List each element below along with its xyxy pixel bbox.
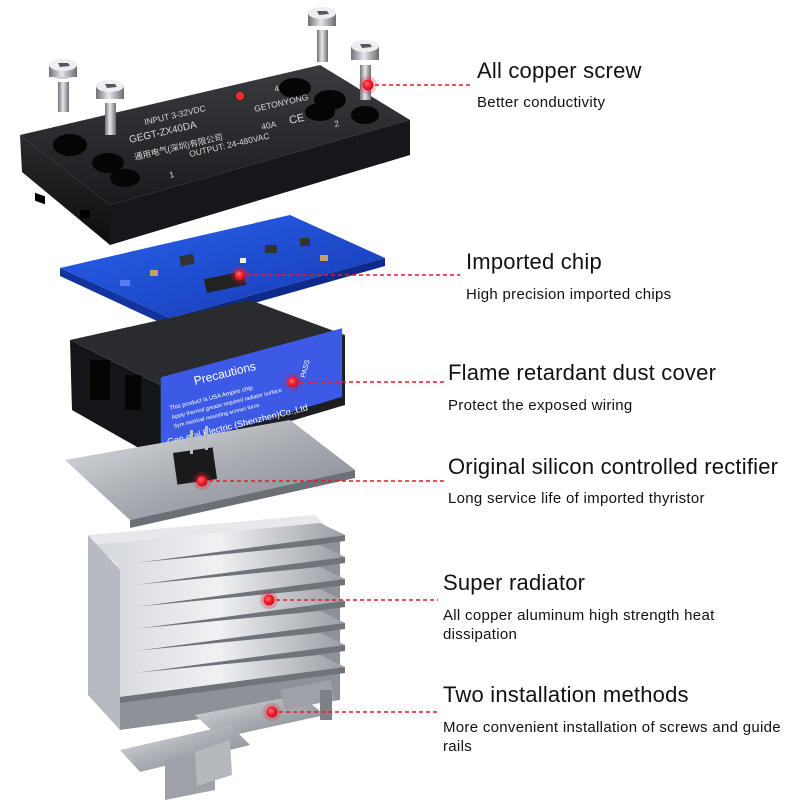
screw-1-icon — [49, 59, 77, 112]
heatsink-fin — [92, 523, 345, 565]
heatsink-fin — [92, 545, 345, 587]
indicator-led-icon — [236, 92, 244, 100]
mounting-bracket-screw — [120, 725, 250, 800]
callout-leaders — [193, 76, 472, 721]
housing-ce-label: CE — [288, 112, 306, 127]
red-dot-marker-icon — [196, 475, 208, 487]
red-dot-marker-icon — [234, 269, 246, 281]
heatsink-fin-shadow — [120, 667, 345, 703]
housing-terminal-b: 2 — [333, 118, 340, 129]
housing-terminal-c: 1 — [168, 169, 175, 180]
module-housing: INPUT 3-32VDC GEGT-ZX40DA GETONYONG 通用电气… — [20, 65, 410, 245]
red-dot-marker-icon — [266, 706, 278, 718]
heatsink-fin — [92, 611, 345, 653]
heatsink-fin — [92, 633, 345, 675]
heatsink — [88, 515, 345, 730]
thyristor-plate — [65, 420, 355, 528]
red-dot-marker-icon — [362, 79, 374, 91]
heatsink-fin — [92, 567, 345, 609]
screw-2-icon — [96, 80, 124, 135]
screw-3-icon — [308, 7, 336, 62]
heatsink-fin — [92, 655, 345, 697]
pass-badge: PASS — [300, 359, 312, 379]
heatsink-fin — [92, 589, 345, 631]
red-dot-marker-icon — [287, 376, 299, 388]
red-dot-marker-icon — [263, 594, 275, 606]
housing-rating-label: 40A — [260, 119, 277, 132]
housing-terminal-a: 4 — [273, 83, 280, 94]
